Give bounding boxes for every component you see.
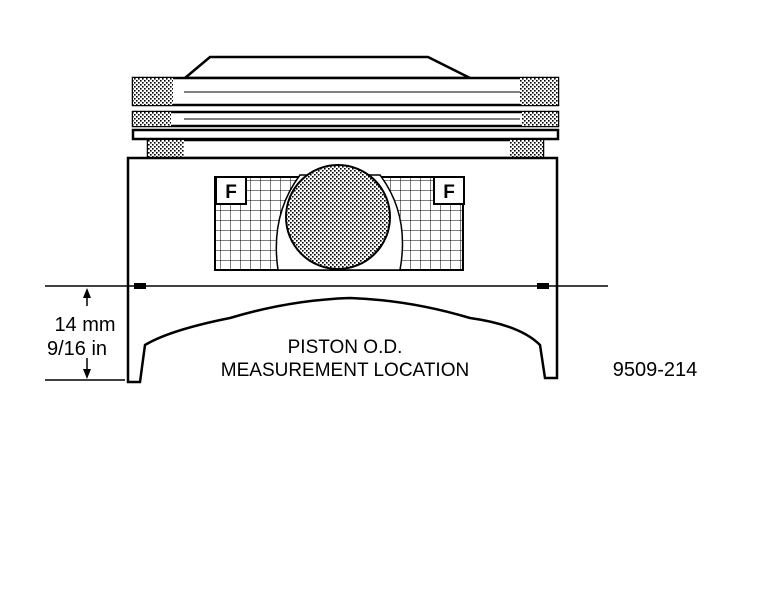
badge-left: F [225,182,237,203]
piston-crown [181,55,471,80]
badge-right: F [443,182,455,203]
piston-ring-lands [131,76,560,160]
figure-number: 9509-214 [613,359,698,381]
dimension-metric: 14 mm [54,314,115,336]
wrist-pin [285,164,391,270]
caption-line2: MEASUREMENT LOCATION [221,360,469,381]
measurement-line [45,283,608,381]
caption-line1: PISTON O.D. [288,337,403,358]
badge-left-box [215,176,247,205]
dimension-imperial: 9/16 in [47,338,107,360]
badge-right-box [433,176,465,205]
dimension-arrows [83,288,91,379]
